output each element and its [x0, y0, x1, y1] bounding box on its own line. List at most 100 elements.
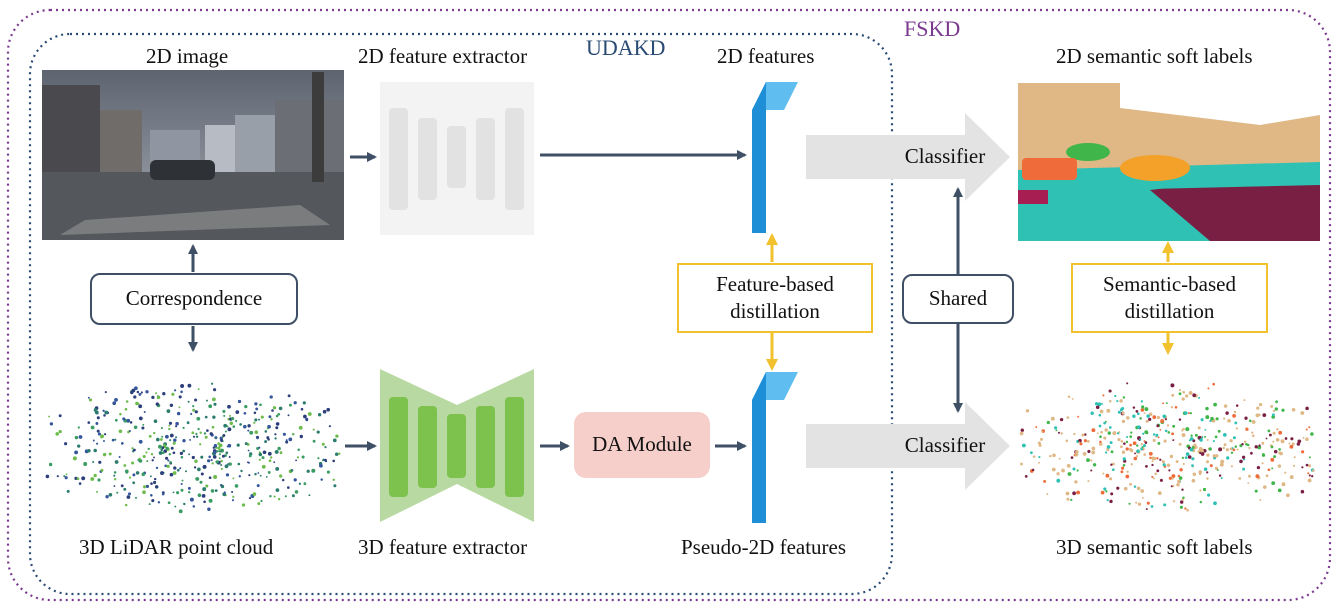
cloud-point — [332, 459, 336, 463]
cloud-point — [247, 424, 251, 428]
cloud-point — [87, 449, 91, 453]
cloud-point — [253, 421, 256, 424]
cloud-point — [74, 435, 79, 440]
cloud-point — [1284, 437, 1288, 440]
cloud-point — [1254, 445, 1258, 449]
cloud-point — [165, 434, 169, 439]
cloud-point — [1270, 457, 1275, 462]
cloud-point — [1103, 487, 1107, 491]
cloud-point — [1031, 468, 1035, 472]
cloud-point — [1098, 424, 1102, 428]
cloud-point — [1090, 469, 1093, 472]
cloud-point — [227, 418, 230, 421]
cloud-point — [257, 418, 261, 421]
cloud-point — [293, 478, 297, 482]
cloud-point — [222, 409, 226, 413]
cloud-point — [160, 427, 163, 430]
cloud-point — [87, 396, 90, 399]
cloud-point — [97, 478, 101, 482]
cloud-point — [167, 459, 170, 462]
cloud-point — [1136, 412, 1140, 416]
cloud-point — [1302, 436, 1305, 439]
cloud-point — [267, 451, 272, 456]
cloud-point — [1238, 477, 1242, 480]
cloud-point — [169, 472, 174, 477]
cloud-point — [105, 495, 109, 499]
cloud-point — [258, 446, 261, 449]
cloud-point — [1152, 415, 1157, 419]
cloud-point — [1278, 448, 1281, 451]
cloud-point — [1046, 493, 1049, 496]
cloud-point — [1087, 449, 1091, 454]
cloud-point — [1272, 431, 1276, 435]
cloud-point — [1121, 419, 1126, 424]
cloud-point — [1129, 482, 1132, 486]
udakd-frame — [28, 32, 894, 596]
cloud-point — [182, 426, 185, 430]
cloud-point — [272, 406, 277, 410]
cloud-point — [1076, 490, 1081, 495]
cloud-point — [1248, 446, 1251, 450]
cloud-point — [118, 429, 123, 434]
cloud-point — [1151, 456, 1156, 461]
cloud-point — [158, 451, 163, 455]
cloud-point — [1122, 396, 1126, 399]
cloud-point — [181, 479, 184, 482]
cloud-point — [224, 430, 227, 433]
correspondence-text: Correspondence — [125, 286, 263, 311]
cloud-point — [1070, 456, 1074, 459]
cloud-point — [1035, 426, 1038, 429]
cloud-point — [1198, 396, 1201, 399]
cloud-point — [173, 438, 177, 443]
cloud-point — [1288, 442, 1291, 445]
cloud-point — [77, 426, 80, 429]
cloud-point — [321, 442, 325, 446]
cloud-point — [153, 477, 157, 481]
cloud-point — [1144, 441, 1148, 444]
cloud-point — [180, 482, 183, 486]
cloud-point — [224, 464, 229, 469]
cloud-point — [176, 468, 180, 472]
cloud-point — [1165, 402, 1168, 405]
cloud-point — [58, 414, 62, 418]
cloud-point — [254, 430, 259, 434]
cloud-point — [1129, 435, 1133, 438]
classifier-arrow-bottom — [806, 402, 1010, 490]
cloud-point — [1214, 435, 1218, 439]
cloud-point — [1186, 508, 1189, 512]
cloud-point — [96, 442, 99, 445]
cloud-point — [1156, 424, 1160, 428]
cloud-point — [1189, 437, 1194, 441]
cloud-point — [1109, 477, 1113, 481]
cloud-point — [1170, 485, 1173, 488]
cloud-point — [169, 439, 172, 442]
cloud-point — [1245, 427, 1249, 431]
cloud-point — [1065, 439, 1069, 443]
cloud-point — [212, 397, 216, 402]
cloud-point — [1120, 440, 1124, 443]
cloud-point — [1305, 406, 1309, 411]
cloud-point — [199, 431, 202, 434]
cloud-point — [1118, 431, 1121, 434]
cloud-point — [1229, 439, 1233, 443]
cloud-point — [164, 464, 168, 468]
cloud-point — [1090, 411, 1094, 415]
cloud-point — [1198, 446, 1203, 451]
da-module-box — [574, 412, 710, 478]
cloud-point — [141, 426, 145, 430]
cloud-point — [1209, 464, 1213, 468]
cloud-point — [1043, 479, 1047, 483]
cloud-point — [274, 449, 279, 454]
cloud-point — [229, 421, 234, 426]
cloud-point — [1077, 415, 1080, 418]
cloud-point — [1160, 419, 1165, 424]
cloud-point — [1149, 456, 1152, 460]
cloud-point — [1232, 448, 1236, 452]
label-2d-extractor: 2D feature extractor — [358, 44, 528, 68]
cloud-point — [1267, 468, 1271, 472]
cloud-point — [192, 505, 196, 508]
cloud-point — [1153, 477, 1155, 480]
cloud-point — [212, 415, 216, 419]
cloud-point — [1105, 490, 1108, 493]
cloud-point — [1019, 431, 1024, 436]
